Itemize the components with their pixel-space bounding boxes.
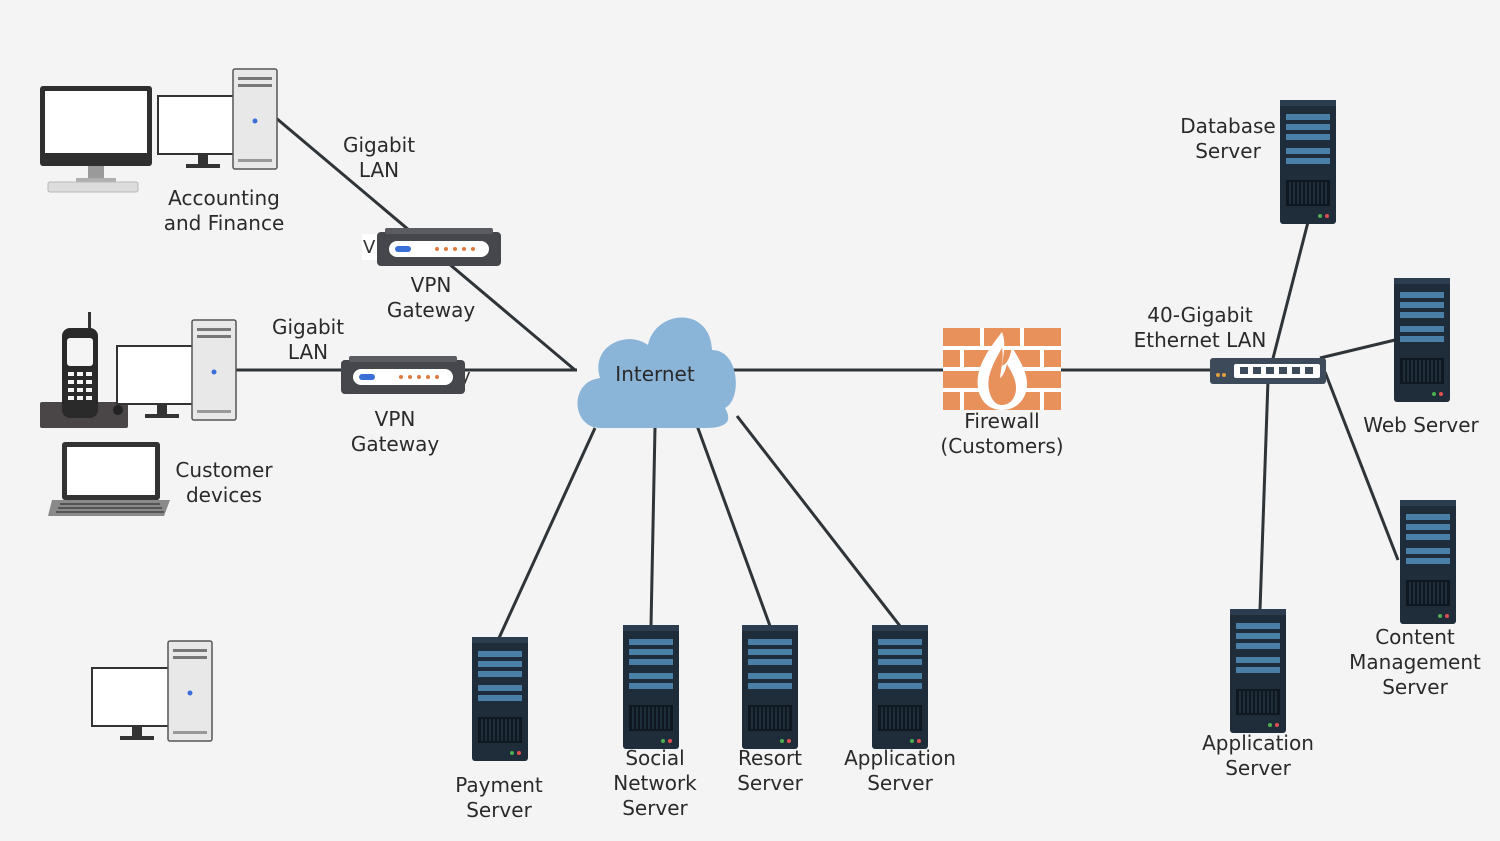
gigabit-lan-mid-line2: LAN: [287, 340, 329, 364]
vpn-gateway-top-line2: Gateway: [386, 298, 476, 322]
payment-server-line1: Payment: [455, 773, 543, 797]
application-server-bottom-icon: [871, 624, 929, 750]
gigabit-lan-mid-line1: Gigabit: [271, 315, 345, 339]
gigabit-lan-mid-label: Gigabit LAN: [272, 315, 344, 365]
payment-server-label: Payment Server: [455, 773, 543, 823]
vpn-gateway-top-icon: V: [362, 228, 501, 266]
database-server-label: Database Server: [1180, 114, 1275, 164]
social-network-server-icon: [622, 624, 680, 750]
vpn-gateway-mid-label: VPN Gateway: [351, 407, 439, 457]
web-server-icon: [1393, 277, 1451, 403]
internet-label: Internet: [615, 362, 694, 387]
cms-server-icon: [1399, 499, 1457, 625]
vpn-gateway-top-label: VPN Gateway: [387, 273, 475, 323]
ethernet-lan-line2: Ethernet LAN: [1133, 328, 1267, 352]
gigabit-lan-top-label: Gigabit LAN: [343, 133, 415, 183]
app-server-right-line2: Server: [1225, 756, 1291, 780]
vpn-gateway-mid-line2: Gateway: [350, 432, 440, 456]
firewall-label-line1: Firewall: [964, 409, 1040, 433]
vpn-gateway-top-line1: VPN: [410, 273, 452, 297]
firewall-label: Firewall (Customers): [940, 409, 1063, 459]
accounting-workstation-icon: [40, 68, 278, 193]
accounting-label-line2: and Finance: [163, 211, 285, 235]
svg-text:y: y: [460, 366, 471, 387]
application-server-right-icon: [1229, 608, 1287, 734]
resort-server-line1: Resort: [737, 746, 803, 770]
customer-devices-line2: devices: [185, 483, 263, 507]
application-server-bottom-label: Application Server: [844, 746, 956, 796]
cms-server-line1: Content: [1375, 625, 1455, 649]
internet-label-text: Internet: [615, 362, 695, 386]
social-server-line2: Network: [613, 771, 697, 795]
accounting-label: Accounting and Finance: [164, 186, 285, 236]
vpn-gateway-mid-icon: y: [341, 356, 471, 394]
ethernet-lan-line1: 40-Gigabit: [1147, 303, 1253, 327]
app-server-bottom-line1: Application: [844, 746, 956, 770]
social-server-line3: Server: [622, 796, 688, 820]
cms-server-line3: Server: [1382, 675, 1448, 699]
firewall-icon: [943, 328, 1061, 410]
web-server-label-text: Web Server: [1363, 413, 1479, 437]
cms-server-label: Content Management Server: [1349, 625, 1481, 700]
customer-devices-line1: Customer: [175, 458, 273, 482]
internet-cloud-icon: [577, 317, 736, 428]
vpn-gateway-mid-line1: VPN: [374, 407, 416, 431]
app-server-bottom-line2: Server: [867, 771, 933, 795]
laptop-icon: [48, 442, 170, 516]
web-server-label: Web Server: [1363, 413, 1479, 438]
ethernet-lan-label: 40-Gigabit Ethernet LAN: [1134, 303, 1267, 353]
gigabit-lan-top-line1: Gigabit: [342, 133, 416, 157]
application-server-right-label: Application Server: [1202, 731, 1314, 781]
firewall-label-line2: (Customers): [940, 434, 1064, 458]
database-server-line1: Database: [1180, 114, 1276, 138]
svg-text:V: V: [363, 237, 376, 258]
customer-desktop-icon: [116, 319, 237, 421]
cms-server-line2: Management: [1349, 650, 1481, 674]
app-server-right-line1: Application: [1202, 731, 1314, 755]
customer-devices-label: Customer devices: [175, 458, 272, 508]
social-server-line1: Social: [625, 746, 685, 770]
desktop-computer-icon: [91, 640, 213, 742]
payment-server-line2: Server: [466, 798, 532, 822]
resort-server-icon: [741, 624, 799, 750]
social-network-server-label: Social Network Server: [613, 746, 697, 821]
resort-server-label: Resort Server: [737, 746, 803, 796]
desk-phone-icon: [40, 312, 128, 428]
payment-server-icon: [471, 636, 529, 762]
gigabit-lan-top-line2: LAN: [358, 158, 400, 182]
database-server-icon: [1279, 99, 1337, 225]
accounting-label-line1: Accounting: [168, 186, 280, 210]
ethernet-switch-icon: [1210, 358, 1326, 384]
database-server-line2: Server: [1195, 139, 1261, 163]
resort-server-line2: Server: [737, 771, 803, 795]
